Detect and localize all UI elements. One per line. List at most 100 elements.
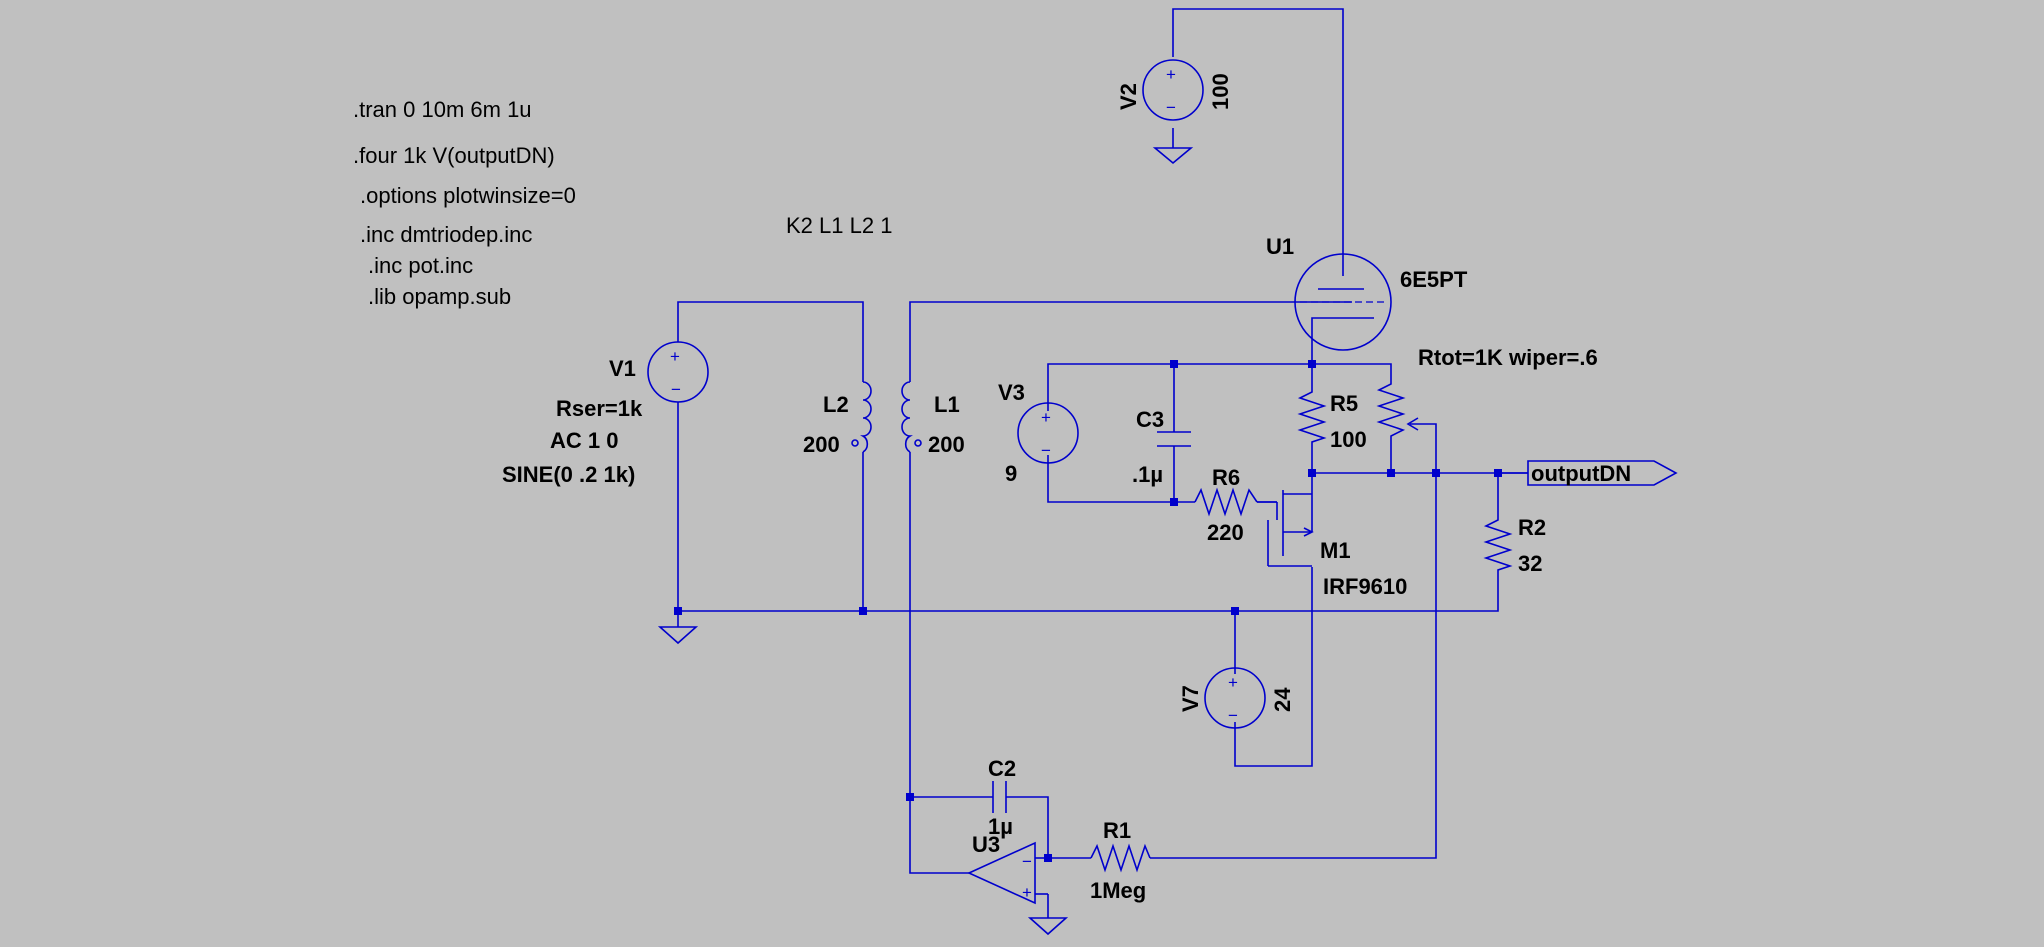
wire-m1-drain[interactable] [1234, 567, 1313, 767]
resistor-r5[interactable]: R5 100 [1297, 384, 1367, 452]
r2-name: R2 [1518, 515, 1546, 540]
directive-tran[interactable]: .tran 0 10m 6m 1u [353, 97, 532, 122]
directive-inc-triode[interactable]: .inc dmtriodep.inc [360, 222, 532, 247]
v7-minus: − [1228, 706, 1238, 725]
r6-name: R6 [1212, 465, 1240, 490]
v1-minus: − [671, 380, 681, 399]
v7-body[interactable] [1204, 667, 1266, 729]
ground-symbol-left[interactable] [657, 612, 699, 645]
mosfet-m1[interactable]: M1 IRF9610 [1257, 488, 1407, 599]
l1-value: 200 [928, 432, 965, 457]
directive-coupling[interactable]: K2 L1 L2 1 [786, 213, 892, 238]
junctions [674, 360, 1502, 862]
r2-zigzag[interactable] [1483, 512, 1513, 575]
wire-top-rail[interactable] [1047, 363, 1392, 411]
wire-v1-top[interactable] [677, 301, 864, 382]
junction-c3-top [1170, 360, 1178, 368]
directive-options[interactable]: .options plotwinsize=0 [360, 183, 576, 208]
junction-r5-top [1308, 360, 1316, 368]
source-v1[interactable]: + − V1 Rser=1k AC 1 0 SINE(0 .2 1k) [502, 341, 709, 487]
ground-symbol-opamp[interactable] [1027, 917, 1069, 936]
v3-value: 9 [1005, 461, 1017, 486]
r1-name: R1 [1103, 818, 1131, 843]
wire-pot-wiper[interactable] [1410, 423, 1437, 473]
v2-plus: + [1166, 65, 1176, 84]
net-label-flag[interactable] [1527, 460, 1678, 486]
r2-value: 32 [1518, 551, 1542, 576]
r5-value: 100 [1330, 427, 1367, 452]
v1-sine: SINE(0 .2 1k) [502, 462, 635, 487]
junction-r5-bottom [1308, 469, 1316, 477]
wire-v3-bottom[interactable] [1047, 455, 1174, 503]
v3-body[interactable] [1017, 402, 1079, 464]
potentiometer[interactable]: Rtot=1K wiper=.6 [1376, 345, 1598, 440]
l2-value: 200 [803, 432, 840, 457]
v2-value: 100 [1208, 73, 1233, 110]
r6-zigzag[interactable] [1194, 487, 1258, 517]
l1-coil[interactable] [901, 381, 913, 453]
l1-dot [914, 439, 922, 447]
v2-body[interactable] [1142, 59, 1204, 121]
r6-value: 220 [1207, 520, 1244, 545]
directive-four[interactable]: .four 1k V(outputDN) [353, 143, 555, 168]
wire-ground-bus[interactable] [678, 575, 1499, 612]
l2-name: L2 [823, 392, 849, 417]
pot-wiper-arrow [1406, 417, 1419, 431]
junction-wiper [1432, 469, 1440, 477]
v1-name: V1 [609, 356, 636, 381]
source-v3[interactable]: + − V3 9 [998, 380, 1079, 486]
c3-name: C3 [1136, 407, 1164, 432]
v3-name: V3 [998, 380, 1025, 405]
r1-zigzag[interactable] [1090, 843, 1151, 873]
wire-feedback[interactable] [1150, 473, 1437, 859]
directive-inc-pot[interactable]: .inc pot.inc [368, 253, 473, 278]
net-label-text: outputDN [1531, 461, 1631, 486]
m1-name: M1 [1320, 538, 1351, 563]
ground-symbols [657, 128, 1194, 936]
r1-value: 1Meg [1090, 878, 1146, 903]
u3-body[interactable] [967, 841, 1036, 905]
junction-v1-ground [674, 607, 682, 615]
inductor-l2[interactable]: L2 200 [803, 381, 872, 457]
resistor-r6[interactable]: R6 220 [1194, 465, 1258, 545]
v2-name: V2 [1116, 83, 1141, 110]
l2-coil[interactable] [860, 381, 872, 453]
directive-lib-opamp[interactable]: .lib opamp.sub [368, 284, 511, 309]
resistor-r1[interactable]: R1 1Meg [1090, 818, 1151, 903]
v1-body[interactable] [647, 341, 709, 403]
u1-name: U1 [1266, 234, 1294, 259]
wire-c2-right[interactable] [1006, 796, 1049, 858]
wire-l1-grid[interactable] [909, 301, 1352, 382]
u1-cathode[interactable] [1311, 317, 1374, 340]
source-v7[interactable]: + − V7 24 [1178, 667, 1295, 729]
u1-envelope[interactable] [1294, 253, 1392, 351]
junction-output [1494, 469, 1502, 477]
pot-params: Rtot=1K wiper=.6 [1418, 345, 1598, 370]
m1-value: IRF9610 [1323, 574, 1407, 599]
u1-value: 6E5PT [1400, 267, 1468, 292]
junction-c3-bottom [1170, 498, 1178, 506]
v1-plus: + [670, 347, 680, 366]
source-v2[interactable]: + − V2 100 [1116, 59, 1233, 121]
net-label-output[interactable]: outputDN [1527, 460, 1678, 486]
u3-minus: − [1022, 852, 1032, 871]
capacitor-c3[interactable]: C3 .1µ [1132, 407, 1191, 487]
inductor-l1[interactable]: L1 200 [901, 381, 965, 457]
r5-zigzag[interactable] [1297, 384, 1327, 448]
c2-value: 1µ [988, 814, 1013, 839]
opamp-u3[interactable]: − + U3 [967, 832, 1048, 905]
tube-u1[interactable]: U1 6E5PT [1266, 234, 1468, 351]
spice-directives: .tran 0 10m 6m 1u .four 1k V(outputDN) .… [353, 97, 892, 309]
m1-arrow [1303, 527, 1314, 537]
wire-l1-opamp[interactable] [909, 452, 969, 874]
pot-zigzag[interactable] [1376, 376, 1406, 440]
capacitor-c2[interactable]: C2 1µ [988, 756, 1016, 839]
resistor-r2[interactable]: R2 32 [1483, 512, 1546, 576]
wire-v2-plate[interactable] [1172, 8, 1344, 276]
c2-name: C2 [988, 756, 1016, 781]
ground-symbol-v2[interactable] [1152, 128, 1194, 165]
v3-minus: − [1041, 441, 1051, 460]
junction-c2-left [906, 793, 914, 801]
u3-name: U3 [972, 832, 1000, 857]
